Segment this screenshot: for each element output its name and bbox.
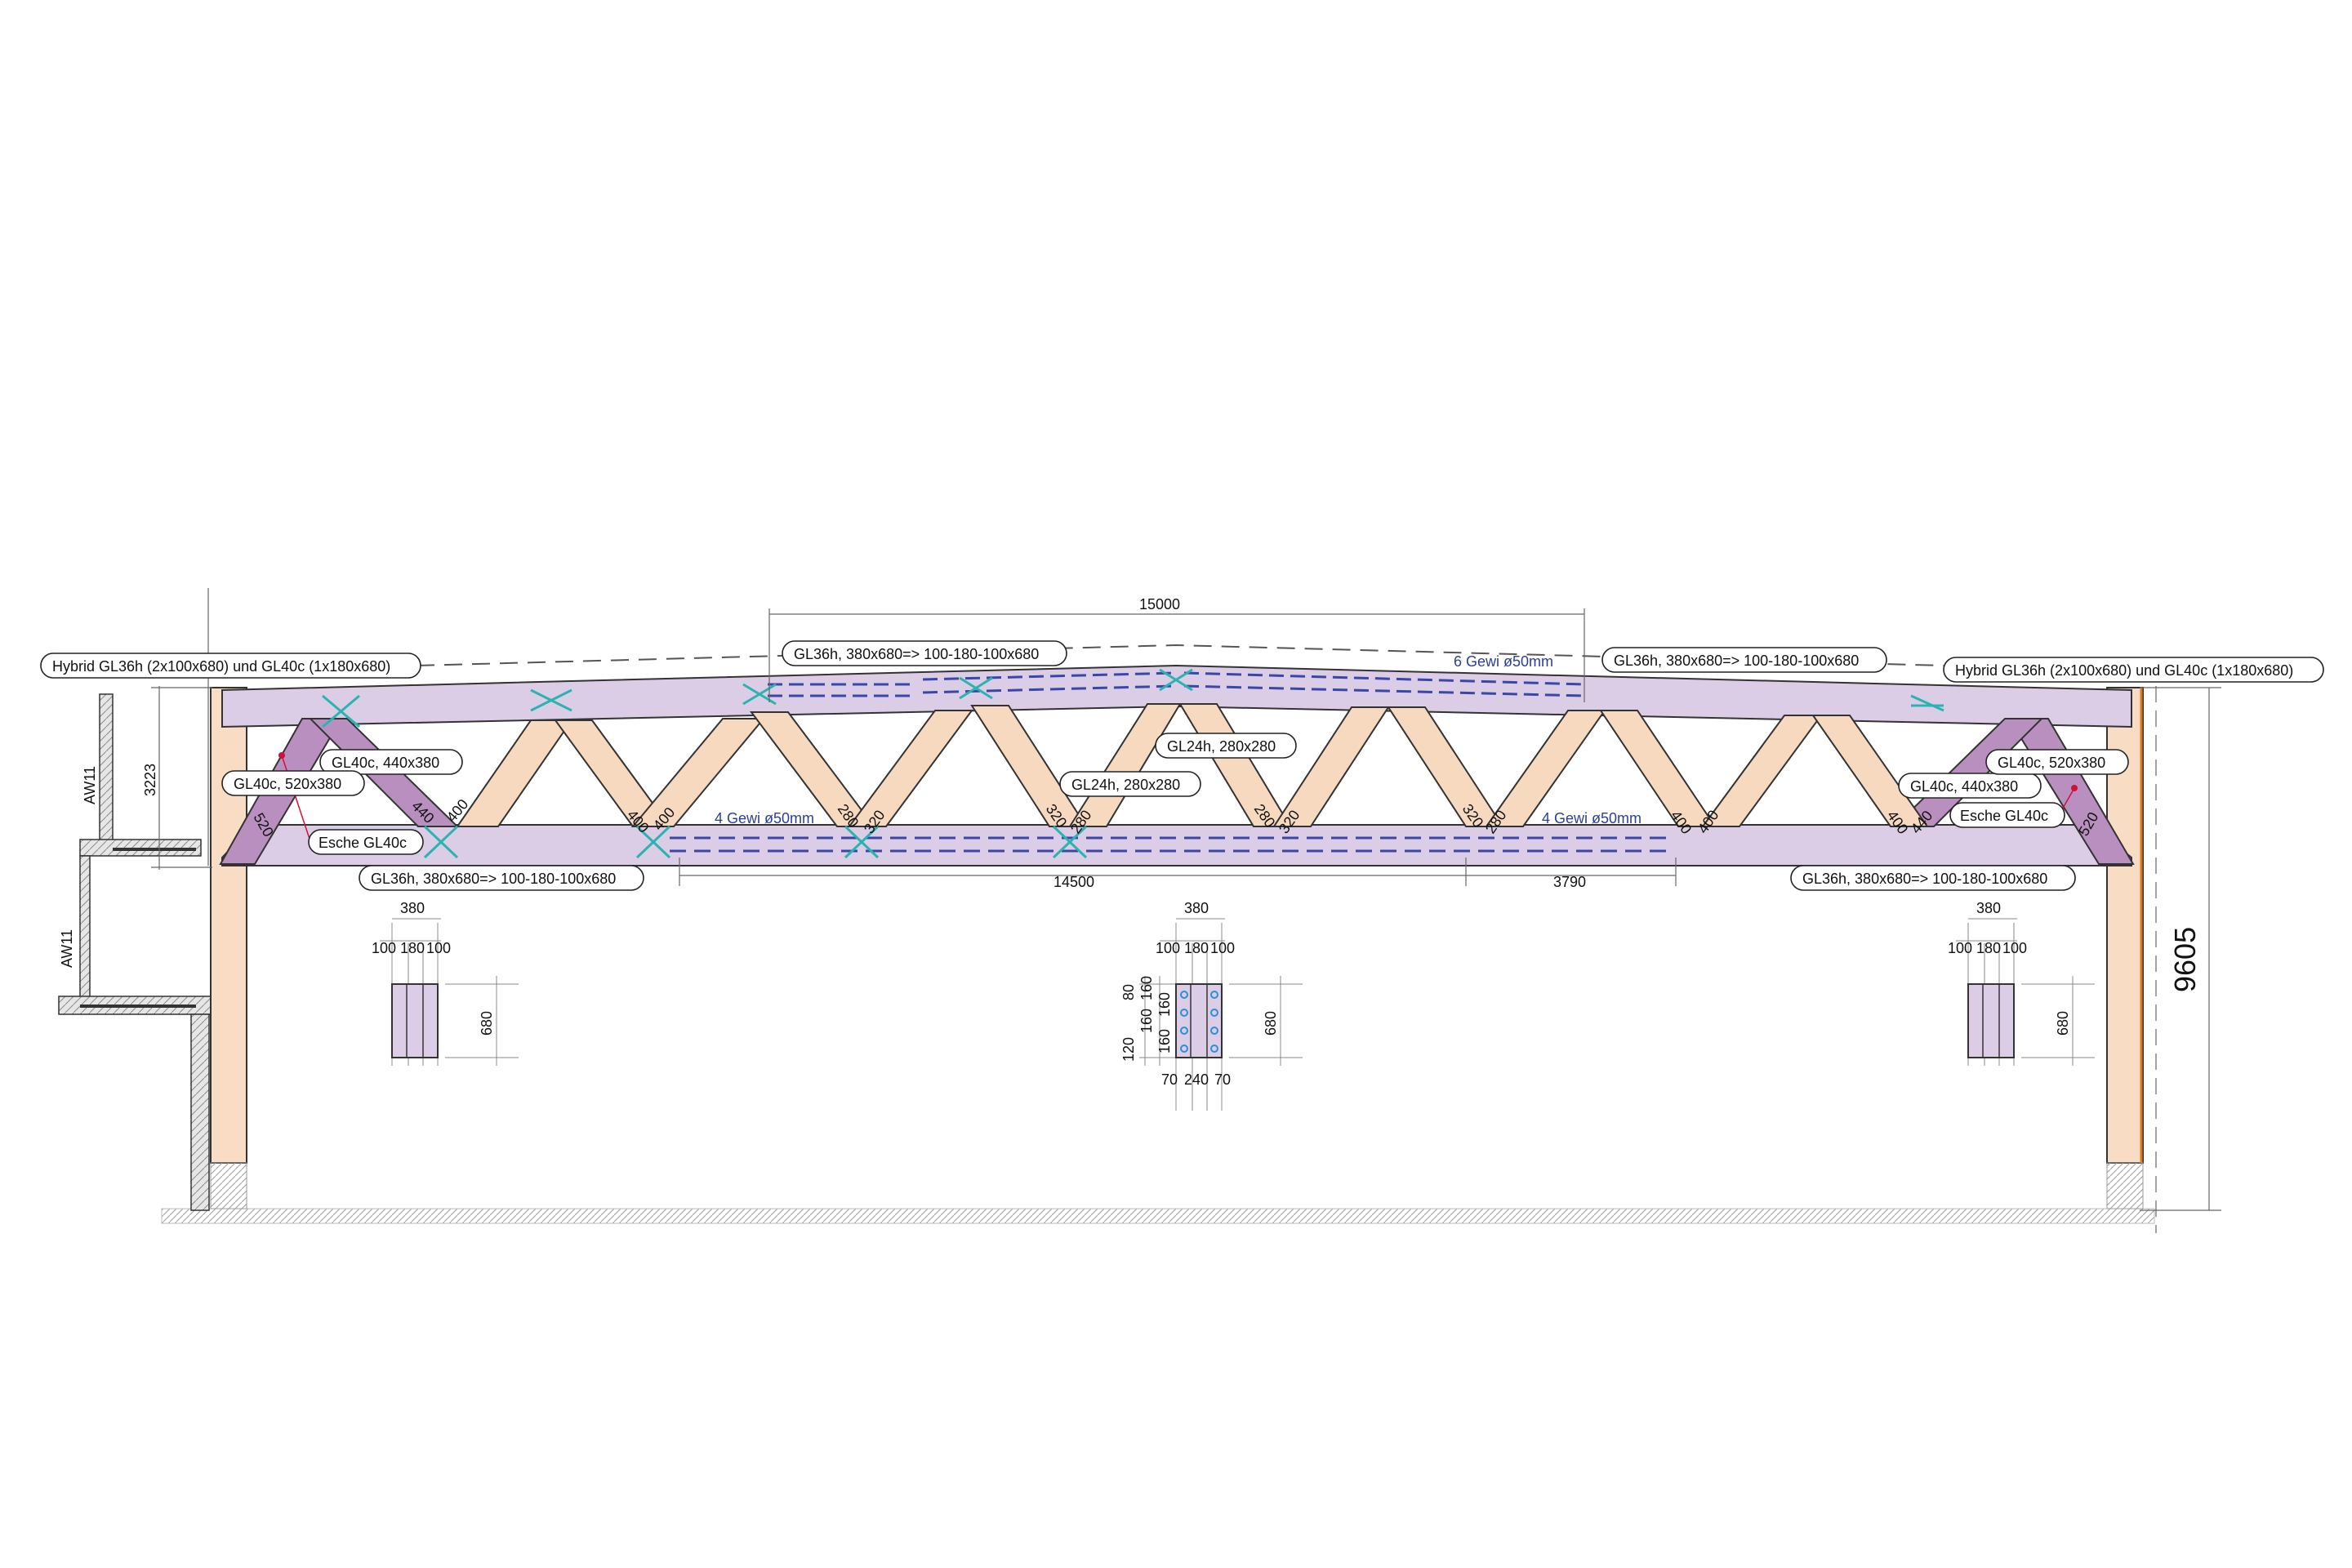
roof-reference-line: [416, 644, 1944, 666]
bottom-chord: [221, 824, 2132, 866]
svg-text:Esche GL40c: Esche GL40c: [318, 835, 407, 851]
section-middle-part3: 100: [1210, 940, 1235, 956]
svg-text:GL40c, 520x380: GL40c, 520x380: [234, 776, 341, 792]
tag-diag-right-440: GL40c, 440x380: [1898, 773, 2042, 799]
rebar-markings-teal: [322, 668, 1944, 859]
svg-text:Hybrid GL36h (2x100x680) und G: Hybrid GL36h (2x100x680) und GL40c (1x18…: [1955, 662, 2293, 679]
gewi-bottom-right-label: 4 Gewi ø50mm: [1542, 810, 1642, 826]
tag-top-chord-right: GL36h, 380x680=> 100-180-100x680: [1601, 647, 1887, 673]
wall-label-lower: AW11: [59, 929, 75, 968]
dim-total-height: 9605: [2168, 927, 2202, 992]
section-right-part2: 180: [1976, 940, 2001, 956]
tag-esche-left: Esche GL40c: [308, 829, 424, 855]
gewi-bottom-left-label: 4 Gewi ø50mm: [715, 810, 814, 826]
dim-bottom-span: 14500: [1054, 874, 1094, 890]
section-middle-part2: 180: [1184, 940, 1209, 956]
tag-gl24h-lower: GL24h, 280x280: [1059, 771, 1201, 797]
tag-left-hybrid: Hybrid GL36h (2x100x680) und GL40c (1x18…: [40, 653, 421, 679]
section-left: 380 100 180 100 680: [372, 900, 519, 1066]
svg-text:GL36h, 380x680=> 100-180-100x6: GL36h, 380x680=> 100-180-100x680: [794, 646, 1039, 662]
svg-text:GL40c, 440x380: GL40c, 440x380: [332, 755, 439, 771]
section-middle-b2: 240: [1184, 1071, 1209, 1088]
section-middle-v1: 80: [1120, 984, 1137, 1000]
section-middle-part1: 100: [1156, 940, 1180, 956]
svg-text:Hybrid GL36h (2x100x680) und G: Hybrid GL36h (2x100x680) und GL40c (1x18…: [52, 658, 390, 675]
tag-esche-right: Esche GL40c: [1949, 802, 2065, 828]
dimension-right-height: [2140, 686, 2221, 1233]
svg-text:GL36h, 380x680=> 100-180-100x6: GL36h, 380x680=> 100-180-100x680: [1802, 871, 2047, 887]
dim-left-height: 3223: [142, 764, 158, 796]
section-left-height: 680: [479, 1011, 495, 1036]
dimension-bottom: [679, 858, 1677, 886]
section-left-part2: 180: [400, 940, 425, 956]
section-middle: 380 100 180 100 680 80 160 160 120 160 1…: [1120, 900, 1303, 1111]
section-middle-v4: 120: [1120, 1037, 1137, 1062]
rebar-markings-bottom: [670, 836, 1674, 853]
dim-bottom-right: 3790: [1553, 874, 1586, 890]
svg-text:GL36h, 380x680=> 100-180-100x6: GL36h, 380x680=> 100-180-100x680: [1614, 653, 1859, 669]
section-middle-v6: 160: [1138, 976, 1155, 1000]
web-members: [456, 703, 1929, 827]
tag-diag-left-520: GL40c, 520x380: [221, 770, 365, 796]
tag-bottom-chord-right: GL36h, 380x680=> 100-180-100x680: [1790, 865, 2076, 891]
svg-text:GL40c, 440x380: GL40c, 440x380: [1910, 778, 2018, 795]
section-right-width: 380: [1976, 900, 2001, 916]
section-middle-v5: 160: [1138, 1009, 1155, 1033]
tag-bottom-chord-left: GL36h, 380x680=> 100-180-100x680: [359, 865, 644, 891]
dimension-top: [768, 608, 1585, 702]
section-right-part3: 100: [2002, 940, 2027, 956]
wall-label-upper: AW11: [82, 766, 98, 804]
section-middle-v2: 160: [1156, 992, 1173, 1017]
svg-text:GL40c, 520x380: GL40c, 520x380: [1998, 755, 2105, 771]
ground-line: [161, 1208, 2155, 1224]
dimension-left-height: [151, 588, 212, 870]
top-chord: [221, 664, 2132, 728]
svg-text:GL36h, 380x680=> 100-180-100x6: GL36h, 380x680=> 100-180-100x680: [371, 871, 616, 887]
section-left-part1: 100: [372, 940, 396, 956]
dim-top-span: 15000: [1139, 596, 1180, 612]
svg-text:Esche GL40c: Esche GL40c: [1960, 808, 2048, 824]
svg-text:GL24h, 280x280: GL24h, 280x280: [1167, 738, 1276, 755]
section-middle-b3: 70: [1214, 1071, 1231, 1088]
svg-text:GL24h, 280x280: GL24h, 280x280: [1071, 777, 1180, 793]
rebar-markings-top: [768, 671, 1585, 697]
section-middle-v3: 160: [1156, 1029, 1173, 1054]
gewi-top-label: 6 Gewi ø50mm: [1454, 653, 1553, 670]
section-middle-b1: 70: [1161, 1071, 1178, 1088]
section-right: 380 100 180 100 680: [1948, 900, 2095, 1066]
tag-gl24h-upper: GL24h, 280x280: [1155, 733, 1297, 759]
section-right-height: 680: [2055, 1011, 2071, 1036]
tag-diag-right-520: GL40c, 520x380: [1985, 749, 2129, 775]
tag-right-hybrid: Hybrid GL36h (2x100x680) und GL40c (1x18…: [1943, 657, 2324, 683]
section-left-part3: 100: [426, 940, 451, 956]
section-right-part1: 100: [1948, 940, 1972, 956]
section-left-width: 380: [400, 900, 425, 916]
section-middle-width: 380: [1184, 900, 1209, 916]
tag-diag-left-440: GL40c, 440x380: [319, 749, 463, 775]
section-middle-height: 680: [1263, 1011, 1279, 1036]
tag-top-chord-left: GL36h, 380x680=> 100-180-100x680: [782, 640, 1067, 666]
left-column: [210, 687, 247, 1164]
